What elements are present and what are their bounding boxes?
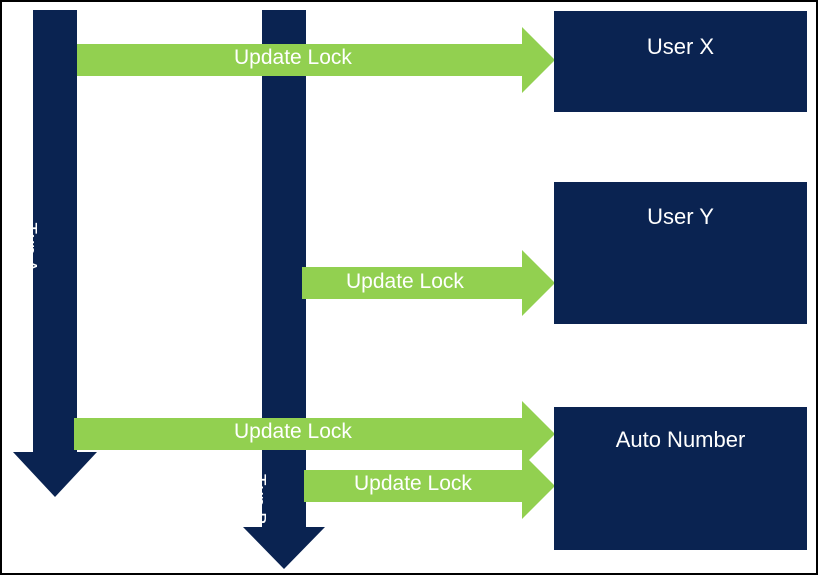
participant-box-auto-number-label: Auto Number [615, 427, 746, 452]
message-arrow-4-label: Update Lock [354, 472, 472, 495]
message-arrow-4-shaft [304, 470, 522, 502]
message-arrow-3-shaft [74, 418, 522, 450]
lifeline-txn-b-shaft [262, 10, 306, 529]
participant-box-user-x[interactable]: User X [554, 11, 807, 112]
message-arrow-1-head [522, 27, 558, 93]
message-arrow-1-shaft [77, 44, 522, 76]
lifeline-txn-a-shaft [33, 10, 77, 454]
lifeline-txn-b-arrowhead [243, 527, 325, 569]
participant-box-user-y-label: User Y [647, 204, 714, 229]
message-arrow-2-shaft [302, 267, 522, 299]
lifeline-txn-a-label: Txn A [18, 222, 40, 273]
participant-box-user-x-label: User X [646, 34, 715, 59]
participant-box-user-y[interactable]: User Y [554, 182, 807, 324]
message-arrow-4-head [522, 453, 558, 519]
message-arrow-2-label: Update Lock [346, 270, 464, 293]
message-arrow-3-label: Update Lock [234, 420, 352, 443]
message-arrow-2-head [522, 250, 558, 316]
participant-box-auto-number[interactable]: Auto Number [554, 407, 807, 550]
lifeline-txn-a-arrowhead [13, 452, 97, 497]
message-arrow-1-label: Update Lock [234, 46, 352, 69]
lifeline-txn-b-label: Txn B [247, 473, 269, 526]
